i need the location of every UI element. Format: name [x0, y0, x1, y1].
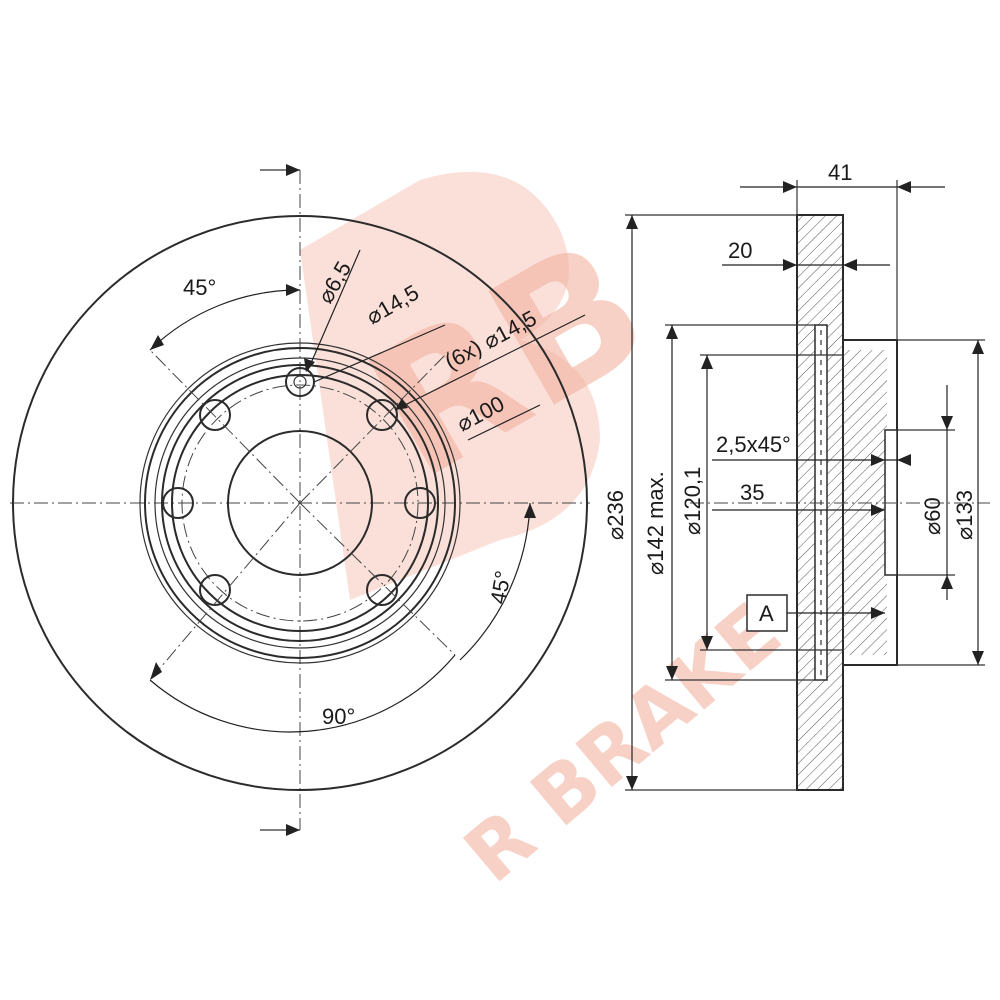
- depth-label: 35: [740, 480, 764, 505]
- angle-bottom-label: 90°: [322, 704, 355, 729]
- hat-dia-label: ⌀133: [952, 490, 977, 540]
- hub-dia-label: ⌀120,1: [680, 467, 705, 535]
- thickness-inner-label: 20: [728, 238, 752, 263]
- datum-label: A: [759, 601, 774, 626]
- chamfer-label: 2,5x45°: [716, 432, 791, 457]
- braking-dia-label: ⌀142 max.: [643, 471, 668, 575]
- watermark-logo: RB R BRAKE: [300, 171, 798, 901]
- watermark-text: R BRAKE: [448, 587, 798, 901]
- angle-right-label: 45°: [485, 569, 515, 606]
- datum-box: [746, 594, 788, 632]
- thickness-total-label: 41: [828, 160, 852, 185]
- bolt-holes: [162, 399, 436, 606]
- angle-top-label: 45°: [183, 275, 216, 300]
- center-bore-dia-label: ⌀60: [920, 497, 945, 535]
- side-view: 41 20 2,5x45° 35 A ⌀236 ⌀142 max.: [603, 160, 990, 791]
- outer-dia-label: ⌀236: [603, 490, 628, 540]
